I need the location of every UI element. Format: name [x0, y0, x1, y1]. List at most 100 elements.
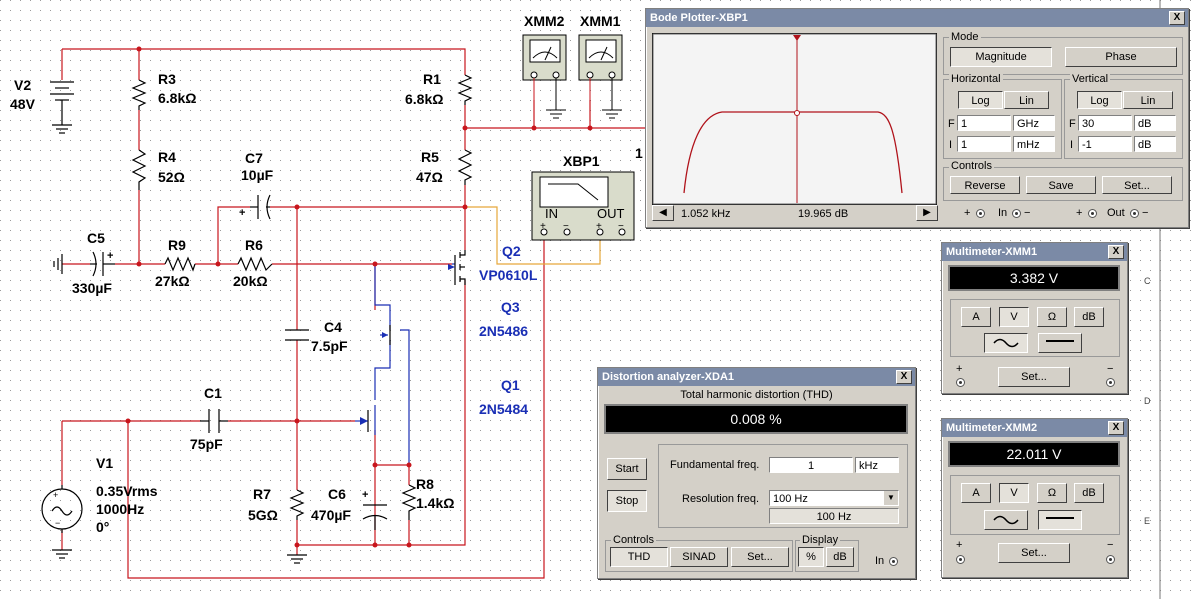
xda-sinad-button[interactable]: SINAD	[670, 547, 728, 567]
xmm2-name: XMM2	[524, 13, 565, 29]
xmm1-title-bar[interactable]: Multimeter-XMM1 X	[942, 243, 1127, 261]
bode-v-initial-value[interactable]: -1	[1078, 136, 1132, 152]
capacitor-c6-symbol[interactable]	[362, 504, 388, 530]
xmm1-ac-button[interactable]	[984, 333, 1028, 353]
multimeter-xmm1-symbol[interactable]	[578, 34, 623, 119]
dc-line-icon	[1046, 340, 1074, 342]
capacitor-c5-symbol[interactable]	[90, 251, 115, 277]
r4-value: 52Ω	[158, 169, 185, 185]
bode-cursor-handle[interactable]	[793, 35, 801, 41]
bode-vertical-lin-button[interactable]: Lin	[1123, 91, 1173, 109]
bode-reverse-button[interactable]: Reverse	[950, 176, 1020, 194]
bode-v-initial-unit[interactable]: dB	[1134, 136, 1176, 152]
bode-phase-button[interactable]: Phase	[1065, 47, 1177, 67]
bode-plotter-xbp1-symbol[interactable]	[531, 171, 635, 241]
bode-cursor-right-button[interactable]: ▶	[916, 205, 938, 221]
chevron-down-icon[interactable]: ▼	[884, 491, 898, 505]
mosfet-q2-symbol[interactable]	[454, 250, 466, 285]
bode-output-jumper[interactable]	[465, 206, 601, 265]
bode-h-final-unit[interactable]: GHz	[1013, 115, 1055, 131]
xmm1-plus-terminal[interactable]	[956, 378, 965, 387]
bode-v-final-value[interactable]: 30	[1078, 115, 1132, 131]
q1-name: Q1	[501, 377, 520, 393]
bode-out-terminal-plus[interactable]	[1088, 209, 1097, 218]
xda-fundamental-input[interactable]: 1	[769, 457, 853, 473]
xmm2-plus-label: +	[956, 539, 963, 551]
ground-r7-symbol	[287, 554, 307, 564]
xmm2-ac-button[interactable]	[984, 510, 1028, 530]
bode-v-final-unit[interactable]: dB	[1134, 115, 1176, 131]
multimeter-xmm1-window[interactable]: Multimeter-XMM1 X 3.382 V A V Ω dB + Set…	[941, 242, 1128, 394]
bode-horizontal-log-button[interactable]: Log	[958, 91, 1003, 109]
bode-close-button[interactable]: X	[1169, 11, 1185, 25]
resistor-r5-symbol[interactable]	[457, 149, 473, 185]
bode-magnitude-button[interactable]: Magnitude	[950, 47, 1052, 67]
xmm2-plus-terminal[interactable]	[956, 555, 965, 564]
battery-v2-symbol[interactable]	[50, 81, 74, 134]
xbp1-name: XBP1	[563, 153, 600, 169]
bode-cursor-point	[794, 110, 800, 116]
xmm2-set-button[interactable]: Set...	[998, 543, 1070, 563]
xda-fundamental-unit[interactable]: kHz	[855, 457, 899, 473]
bode-cursor-left-button[interactable]: ◀	[652, 205, 674, 221]
bode-vertical-log-button[interactable]: Log	[1077, 91, 1122, 109]
xda-stop-button[interactable]: Stop	[607, 490, 647, 512]
bode-h-final-value[interactable]: 1	[957, 115, 1011, 131]
xda-percent-button[interactable]: %	[798, 547, 824, 567]
bode-h-initial-unit[interactable]: mHz	[1013, 136, 1055, 152]
bode-out-terminal-minus[interactable]	[1130, 209, 1139, 218]
xmm2-minus-terminal[interactable]	[1106, 555, 1115, 564]
bode-save-button[interactable]: Save	[1026, 176, 1096, 194]
xmm2-title-bar[interactable]: Multimeter-XMM2 X	[942, 419, 1127, 437]
bode-set-button[interactable]: Set...	[1102, 176, 1172, 194]
xmm2-db-button[interactable]: dB	[1074, 483, 1104, 503]
v1-frequency: 1000Hz	[96, 501, 144, 517]
xda-start-button[interactable]: Start	[607, 458, 647, 480]
xmm1-voltmeter-button[interactable]: V	[999, 307, 1029, 327]
bode-title-bar[interactable]: Bode Plotter-XBP1 X	[646, 9, 1188, 27]
resistor-r4-symbol[interactable]	[131, 149, 147, 190]
resistor-r6-symbol[interactable]	[237, 256, 273, 272]
multimeter-xmm2-symbol[interactable]	[522, 34, 567, 119]
bode-plotter-window[interactable]: Bode Plotter-XBP1 X ◀ 1.052 kHz 19.965 d…	[645, 8, 1189, 228]
ac-source-v1-symbol[interactable]	[41, 485, 83, 533]
xda-thd-caption: Total harmonic distortion (THD)	[680, 389, 833, 401]
xmm1-dc-button[interactable]	[1038, 333, 1082, 353]
resistor-r7-symbol[interactable]	[289, 489, 305, 520]
xmm1-ohmmeter-button[interactable]: Ω	[1037, 307, 1067, 327]
xda-db-button[interactable]: dB	[826, 547, 854, 567]
bode-horizontal-lin-button[interactable]: Lin	[1004, 91, 1049, 109]
xda-set-button[interactable]: Set...	[731, 547, 789, 567]
xda-in-terminal[interactable]	[889, 557, 898, 566]
xmm1-db-button[interactable]: dB	[1074, 307, 1104, 327]
resistor-r1-symbol[interactable]	[457, 74, 473, 105]
capacitor-c4-symbol[interactable]	[285, 329, 309, 341]
multimeter-xmm2-window[interactable]: Multimeter-XMM2 X 22.011 V A V Ω dB + Se…	[941, 418, 1128, 578]
capacitor-c1-symbol[interactable]	[200, 409, 228, 433]
bode-h-initial-value[interactable]: 1	[957, 136, 1011, 152]
xda-resolution-label: Resolution freq.	[682, 493, 760, 505]
capacitor-c7-symbol[interactable]	[250, 194, 271, 220]
xmm2-dc-button[interactable]	[1038, 510, 1082, 530]
v1-minus: −	[55, 518, 60, 528]
resistor-r3-symbol[interactable]	[131, 79, 147, 110]
xmm1-close-button[interactable]: X	[1108, 245, 1124, 259]
bode-in-terminal-plus[interactable]	[976, 209, 985, 218]
xmm1-set-button[interactable]: Set...	[998, 367, 1070, 387]
xmm1-minus-terminal[interactable]	[1106, 378, 1115, 387]
xda-resolution-select[interactable]: 100 Hz ▼	[769, 490, 899, 506]
resistor-r8-symbol[interactable]	[401, 484, 417, 520]
xmm2-ohmmeter-button[interactable]: Ω	[1037, 483, 1067, 503]
xbp1-out-plus: +	[596, 221, 602, 232]
bode-plot-display[interactable]	[652, 33, 937, 205]
xda-title-bar[interactable]: Distortion analyzer-XDA1 X	[598, 368, 915, 386]
xmm1-ammeter-button[interactable]: A	[961, 307, 991, 327]
xmm2-voltmeter-button[interactable]: V	[999, 483, 1029, 503]
xmm2-ammeter-button[interactable]: A	[961, 483, 991, 503]
xmm2-close-button[interactable]: X	[1108, 421, 1124, 435]
resistor-r9-symbol[interactable]	[164, 256, 196, 272]
xda-close-button[interactable]: X	[896, 370, 912, 384]
bode-in-terminal-minus[interactable]	[1012, 209, 1021, 218]
distortion-analyzer-window[interactable]: Distortion analyzer-XDA1 X Total harmoni…	[597, 367, 916, 579]
xda-thd-button[interactable]: THD	[610, 547, 668, 567]
